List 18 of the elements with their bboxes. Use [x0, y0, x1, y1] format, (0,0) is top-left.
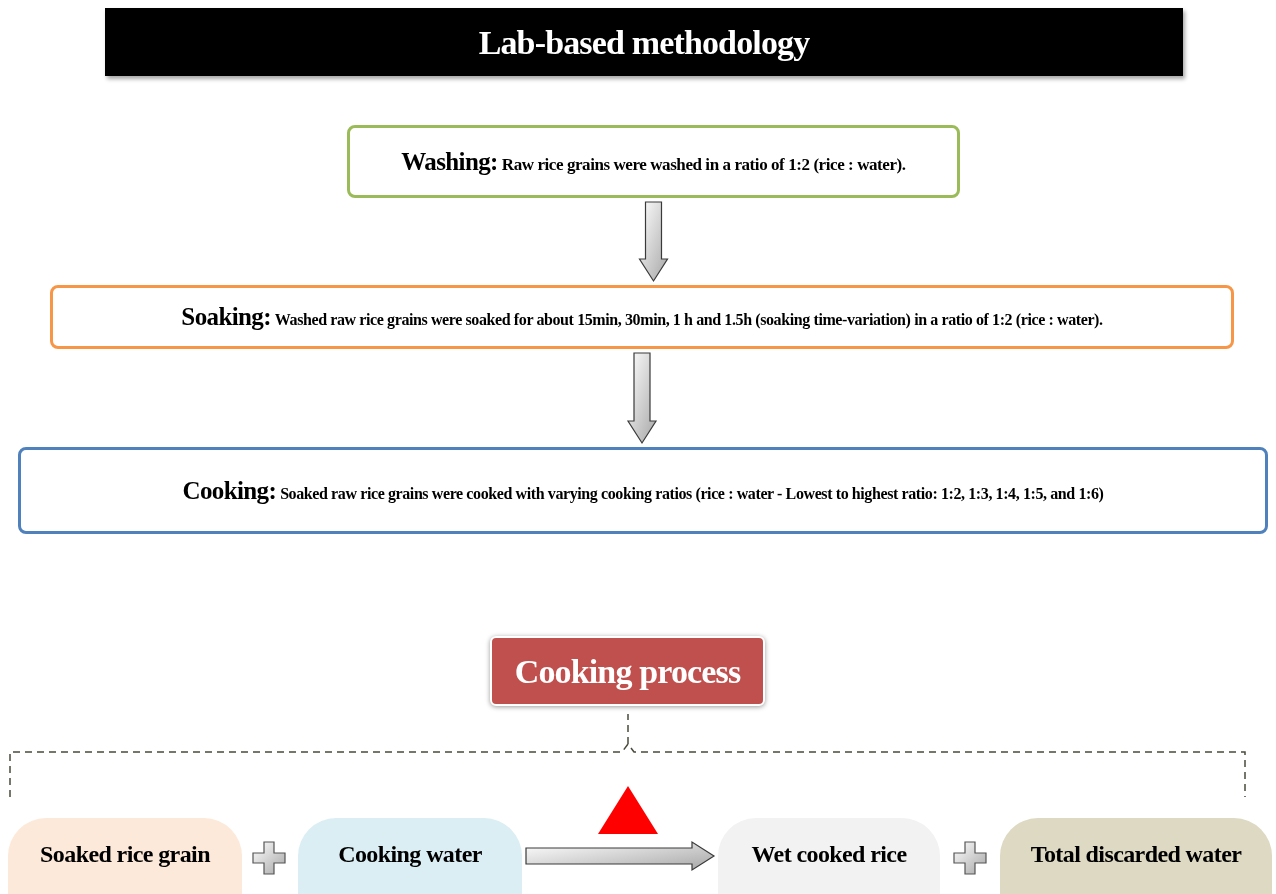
process-step-box — [50, 285, 1234, 349]
block-arrow — [525, 840, 716, 872]
heading-box: Cooking process — [490, 636, 765, 706]
block-arrow — [626, 352, 658, 445]
rounded-label-box: Total discarded water — [1000, 818, 1272, 894]
step-heading: Washing: — [401, 147, 498, 175]
block-arrow — [638, 201, 669, 283]
process-step-box — [18, 447, 1268, 534]
rounded-label-box: Cooking water — [298, 818, 522, 894]
step-description: Raw rice grains were washed in a ratio of 1:2 (rice : water). — [501, 154, 906, 174]
title-bar: Lab-based methodology — [105, 8, 1183, 76]
rounded-label-box: Soaked rice grain — [8, 818, 242, 894]
step-description: Washed raw rice grains were soaked for about 15min, 30min, 1 h and 1.5h (soaking time-variation) in a ratio of 1:2 (rice : water). — [274, 311, 1103, 329]
process-step-box — [347, 125, 960, 198]
step-heading: Cooking: — [182, 476, 277, 504]
step-description: Soaked raw rice grains were cooked with varying cooking ratios (rice : water - Lowest to highest ratio: 1:2, 1:3, 1:4, 1:5, and 1:6) — [280, 484, 1104, 502]
rounded-label-box: Wet cooked rice — [718, 818, 940, 894]
step-heading: Soaking: — [181, 303, 271, 331]
